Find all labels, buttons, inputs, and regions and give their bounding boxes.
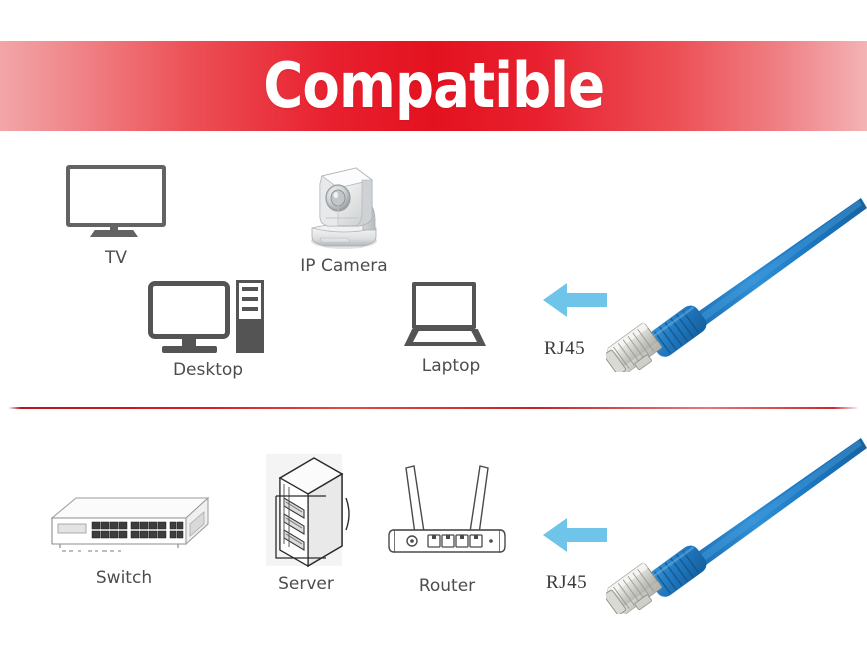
page-title: Compatible [263, 49, 605, 122]
device-label-router: Router [418, 576, 476, 596]
wifi-router-svg [388, 465, 506, 553]
tv-neck-shape [110, 226, 118, 233]
device-laptop: Laptop [404, 282, 498, 390]
drive-bay [242, 297, 258, 301]
ip-camera-icon [296, 158, 392, 259]
ethernet-cable-svg [603, 198, 867, 376]
tv-screen-shape [66, 165, 166, 227]
network-switch-svg [50, 496, 210, 552]
tower-case-shape [236, 280, 264, 353]
ethernet-cable-bottom [603, 428, 867, 619]
device-label-desktop: Desktop [172, 360, 244, 380]
laptop-keyboard-shape [413, 331, 477, 342]
monitor-neck-shape [182, 338, 196, 348]
ethernet-cable-svg [603, 438, 867, 616]
device-label-switch: Switch [95, 568, 153, 588]
tower-lower-panel [239, 319, 261, 350]
device-label-server: Server [278, 574, 334, 594]
device-switch: Switch [38, 488, 210, 598]
arrow-left-icon-top [541, 279, 609, 326]
ethernet-cable-top [603, 196, 867, 377]
monitor-shape [148, 281, 230, 339]
arrow-left-svg [543, 518, 607, 552]
monitor-base-shape [162, 346, 217, 353]
arrow-left-icon-bottom [541, 514, 609, 561]
drive-bay [242, 287, 258, 291]
device-server: Server [258, 452, 354, 600]
ip-camera-svg [311, 167, 377, 249]
device-label-tv: TV [104, 248, 127, 268]
header-banner: Compatible [0, 41, 867, 131]
device-desktop: Desktop [148, 278, 268, 390]
server-rack-icon [258, 452, 354, 577]
rj45-label-top: RJ45 [544, 338, 586, 359]
device-label-laptop: Laptop [421, 356, 481, 376]
laptop-screen-shape [412, 282, 476, 329]
server-rack-svg [266, 454, 350, 568]
device-ip-camera: IP Camera [296, 158, 392, 283]
drive-bay [242, 307, 258, 311]
arrow-left-svg [543, 283, 607, 317]
rj45-label-bottom: RJ45 [546, 572, 588, 593]
network-switch-icon [38, 488, 210, 573]
device-router: Router [388, 458, 506, 600]
tv-base-shape [90, 230, 138, 237]
wifi-router-icon [388, 458, 506, 575]
device-label-ip-camera: IP Camera [300, 256, 388, 276]
device-tv: TV [58, 160, 174, 280]
section-divider [8, 407, 859, 409]
